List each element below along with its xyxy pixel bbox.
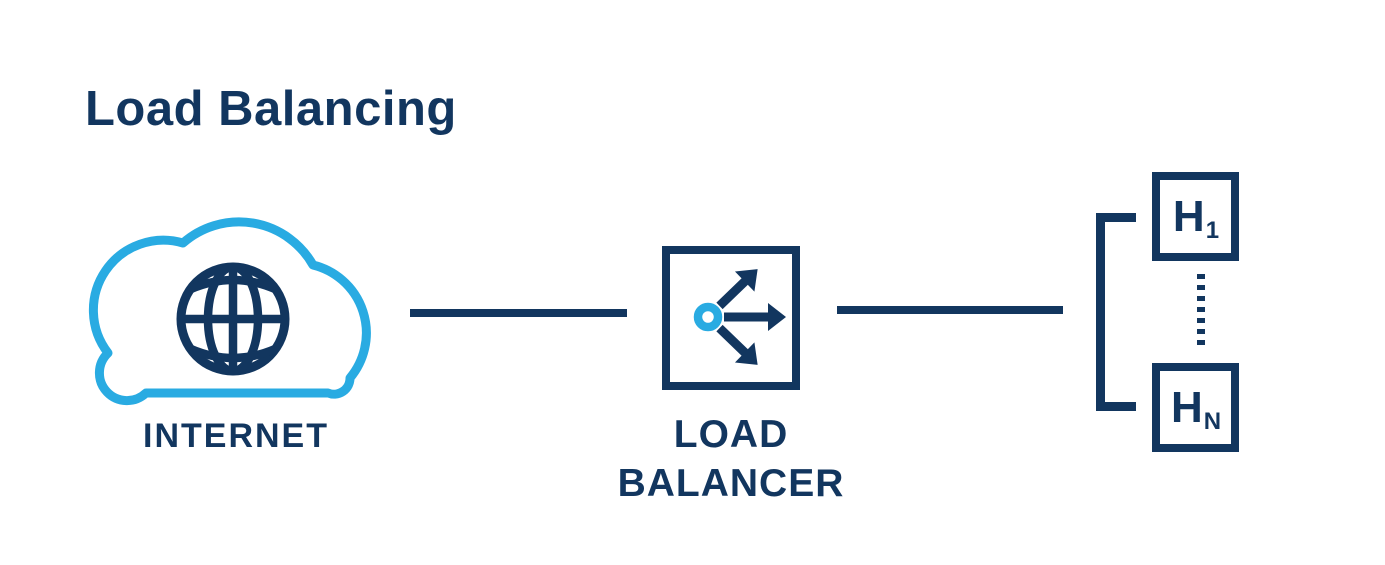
load-balancer-label-line2: BALANCER [617, 462, 845, 505]
distribution-arrows-icon [693, 269, 786, 365]
group-bracket-top-stub [1096, 213, 1136, 222]
vertical-dots-icon [1197, 274, 1205, 346]
load-balancer-label-line1: LOAD [673, 413, 789, 456]
connector-internet-to-load-balancer [410, 309, 627, 317]
group-bracket-bottom-stub [1096, 402, 1136, 411]
globe-icon [176, 262, 290, 376]
load-balancer-icon [693, 269, 786, 365]
cloud-icon [88, 217, 371, 406]
page-title: Load Balancing [85, 82, 457, 136]
source-node-icon [693, 302, 723, 332]
internet-node [88, 213, 384, 414]
internet-label: INTERNET [143, 417, 329, 455]
connector-load-balancer-to-hosts [837, 306, 1063, 314]
load-balancer-node [662, 246, 800, 390]
group-bracket [1096, 213, 1105, 411]
load-balancer-label: LOAD BALANCER [572, 410, 890, 508]
